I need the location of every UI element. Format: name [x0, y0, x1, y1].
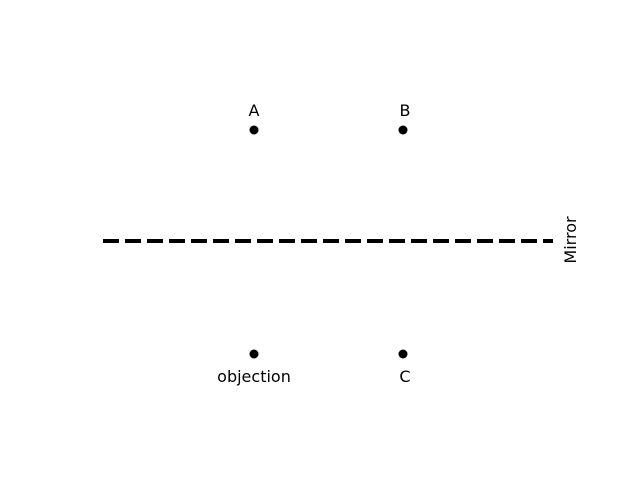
point-objection: objection — [217, 349, 291, 386]
point-b-label: B — [400, 101, 411, 120]
point-objection-marker — [249, 349, 259, 359]
point-b: B — [398, 101, 411, 135]
point-a-marker — [249, 125, 259, 135]
point-b-marker — [398, 125, 408, 135]
point-c-marker — [398, 349, 408, 359]
point-c: C — [398, 349, 411, 386]
point-a: A — [249, 101, 260, 135]
mirror-label: Mirror — [561, 216, 580, 264]
point-c-label: C — [399, 367, 410, 386]
point-objection-label: objection — [217, 367, 291, 386]
point-a-label: A — [249, 101, 260, 120]
